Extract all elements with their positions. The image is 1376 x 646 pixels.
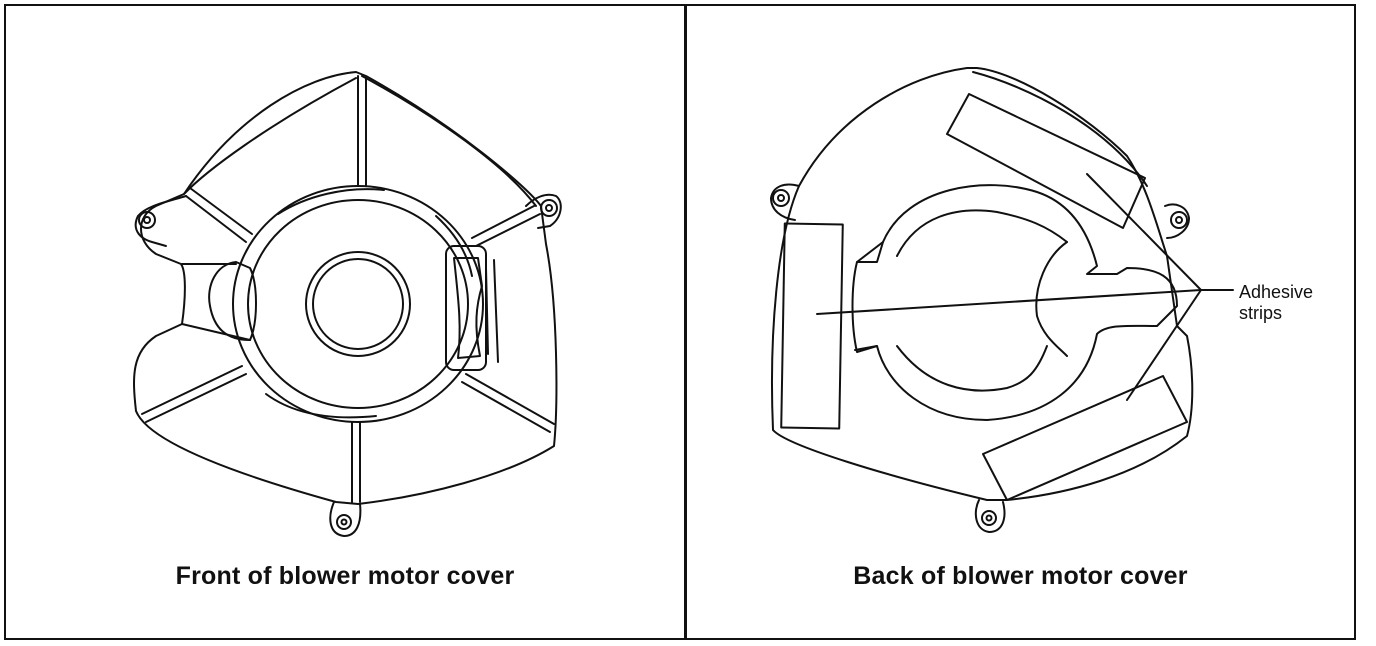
back-left-mount-tab xyxy=(770,183,800,221)
back-panel: Adhesive strips Back of blower motor cov… xyxy=(684,4,1356,640)
front-bottom-mount-tab xyxy=(329,501,362,537)
callout-line-1: Adhesive xyxy=(1239,282,1314,302)
front-right-mount-tab xyxy=(525,193,562,229)
back-bottom-mount-tab xyxy=(974,499,1006,533)
callout-line-2: strips xyxy=(1239,303,1283,323)
adhesive-strip-top xyxy=(946,93,1146,229)
front-caption: Front of blower motor cover xyxy=(175,562,515,590)
back-cover-drawing xyxy=(770,67,1234,533)
adhesive-strip-bottom xyxy=(982,375,1188,501)
back-scroll-ring xyxy=(851,184,1178,421)
front-left-mount-tab xyxy=(134,195,187,247)
back-right-mount-tab xyxy=(1164,203,1190,239)
front-panel: Front of blower motor cover xyxy=(4,4,686,640)
back-caption: Back of blower motor cover xyxy=(853,562,1188,590)
front-housing-outline xyxy=(133,71,558,505)
front-cover-drawing xyxy=(133,71,562,537)
callout-line-bottom xyxy=(1126,289,1202,401)
callout-line-top xyxy=(1086,173,1202,291)
callout-line-left xyxy=(816,289,1202,315)
adhesive-strips-callout: Adhesive strips xyxy=(1239,282,1359,324)
adhesive-strip-left xyxy=(780,222,844,430)
back-housing-outline xyxy=(771,67,1194,501)
front-motor-hub xyxy=(305,251,411,357)
